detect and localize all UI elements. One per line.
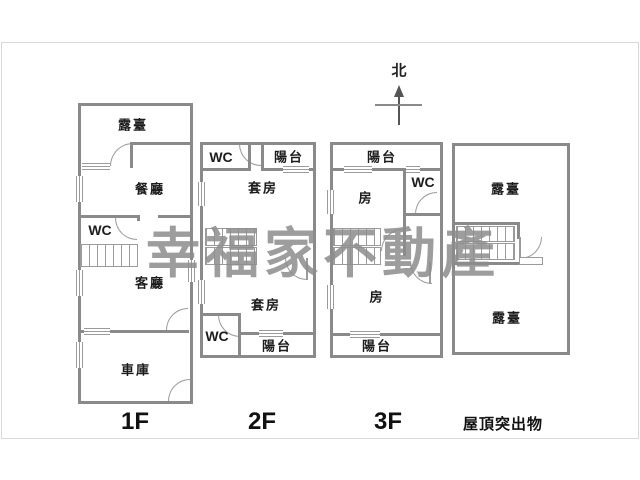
wall bbox=[238, 313, 241, 358]
room-label-balcony-bottom: 陽台 bbox=[361, 338, 393, 354]
wall bbox=[81, 215, 140, 218]
room-label-suite-top: 套房 bbox=[247, 180, 279, 196]
wall bbox=[200, 142, 203, 358]
stairs bbox=[456, 226, 515, 242]
floor-label-3f: 3F bbox=[373, 408, 403, 435]
wall bbox=[452, 143, 455, 355]
room-label-balcony-bottom: 陽台 bbox=[261, 338, 293, 354]
floor-label-1f: 1F bbox=[120, 408, 150, 435]
room-label-terrace: 露臺 bbox=[117, 117, 149, 133]
image-border bbox=[1, 42, 639, 439]
wall bbox=[78, 401, 193, 404]
room-label-terrace-top: 露臺 bbox=[490, 181, 522, 197]
wall bbox=[313, 142, 316, 358]
room-label-suite-bottom: 套房 bbox=[250, 297, 282, 313]
window bbox=[327, 285, 334, 309]
room-label-room-bottom: 房 bbox=[369, 289, 385, 305]
wall bbox=[81, 330, 189, 333]
room-label-balcony-top: 陽台 bbox=[273, 149, 305, 165]
wall bbox=[403, 213, 443, 216]
stairs bbox=[333, 228, 381, 246]
stairs bbox=[80, 244, 138, 267]
wall bbox=[261, 142, 264, 169]
wall bbox=[78, 103, 81, 404]
wall bbox=[137, 215, 140, 221]
wall bbox=[78, 103, 193, 106]
window bbox=[188, 260, 195, 282]
window bbox=[76, 176, 83, 202]
wall bbox=[330, 142, 333, 358]
wall bbox=[200, 168, 251, 171]
door-step bbox=[519, 257, 543, 265]
window bbox=[76, 270, 83, 296]
stairs bbox=[333, 247, 381, 265]
watermark-text: 幸福家不動產 bbox=[146, 224, 500, 284]
wall bbox=[330, 355, 443, 358]
wall bbox=[452, 222, 520, 225]
wall bbox=[130, 142, 133, 168]
wall bbox=[330, 168, 443, 171]
north-arrow-shaft bbox=[398, 96, 400, 125]
wall bbox=[158, 215, 190, 218]
door-leaf bbox=[429, 262, 431, 284]
wall bbox=[248, 142, 251, 171]
wall bbox=[517, 222, 520, 239]
floor-label-2f: 2F bbox=[247, 408, 277, 435]
window bbox=[344, 166, 372, 173]
door-leaf bbox=[519, 237, 521, 259]
wall bbox=[330, 142, 443, 145]
room-label-balcony-top: 陽台 bbox=[366, 149, 398, 165]
stairs bbox=[456, 243, 515, 260]
north-arrow-crossbar bbox=[375, 104, 422, 106]
wall bbox=[452, 262, 520, 265]
wall bbox=[200, 355, 316, 358]
window bbox=[82, 163, 110, 170]
room-label-wc-bottom: WC bbox=[205, 328, 229, 344]
window bbox=[406, 166, 420, 173]
room-label-room-top: 房 bbox=[358, 190, 374, 206]
room-label-terrace-bottom: 露臺 bbox=[491, 310, 523, 326]
wall bbox=[200, 142, 316, 145]
wall bbox=[190, 103, 193, 404]
room-label-wc: WC bbox=[88, 222, 112, 238]
wall bbox=[200, 313, 241, 316]
room-label-wc: WC bbox=[411, 174, 435, 190]
wall bbox=[133, 142, 190, 145]
stairs bbox=[205, 247, 257, 265]
room-label-dining: 餐廳 bbox=[134, 181, 166, 197]
wall bbox=[452, 143, 570, 146]
stairs bbox=[205, 228, 257, 246]
room-label-living: 客廳 bbox=[134, 275, 166, 291]
north-label: 北 bbox=[391, 62, 407, 80]
room-label-wc-top: WC bbox=[209, 149, 233, 165]
wall bbox=[330, 333, 443, 336]
wall bbox=[440, 142, 443, 358]
window bbox=[327, 190, 334, 214]
wall bbox=[452, 352, 570, 355]
wall bbox=[403, 168, 406, 256]
floor-label-roof: 屋頂突出物 bbox=[462, 416, 544, 433]
window bbox=[283, 166, 309, 173]
window bbox=[198, 280, 205, 304]
window bbox=[198, 182, 205, 206]
door-leaf bbox=[306, 258, 308, 280]
wall bbox=[567, 143, 570, 355]
window bbox=[350, 331, 380, 338]
window bbox=[76, 342, 83, 368]
room-label-garage: 車庫 bbox=[120, 362, 152, 378]
window bbox=[259, 330, 283, 337]
window bbox=[84, 328, 110, 335]
north-arrow-icon bbox=[394, 85, 404, 97]
